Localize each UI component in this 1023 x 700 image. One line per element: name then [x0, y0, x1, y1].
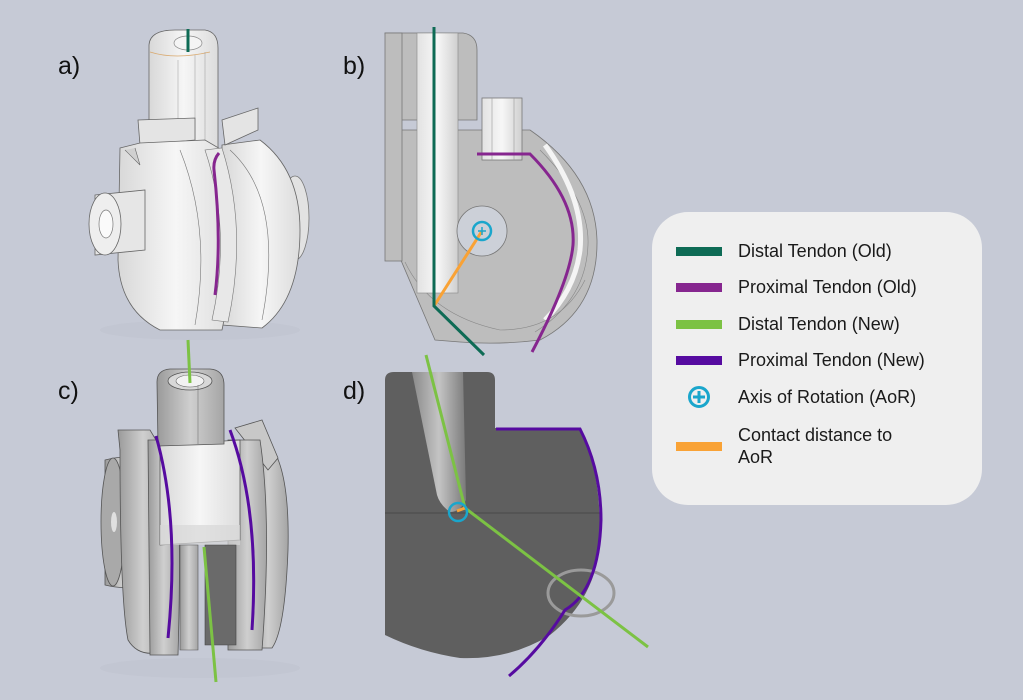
panel-label-a: a) — [58, 52, 81, 80]
axis-of-rotation-icon-d — [447, 501, 469, 523]
panel-b-old-joint-side — [384, 27, 598, 357]
legend-label: Distal Tendon (New) — [738, 314, 900, 334]
legend-item-distal-old: Distal Tendon (Old) — [676, 240, 892, 262]
panel-label-d: d) — [343, 377, 366, 405]
distal-tendon-old-b — [432, 27, 486, 357]
distal-new-swatch — [676, 319, 722, 329]
panel-a-old-joint-3d — [88, 29, 310, 340]
contact-distance-swatch — [676, 441, 722, 451]
legend-label: Distal Tendon (Old) — [738, 241, 892, 261]
contact-distance-new — [456, 506, 466, 513]
proximal-tendon-new-c-left — [154, 435, 174, 639]
contact-distance-old — [432, 230, 484, 307]
legend: Distal Tendon (Old) Proximal Tendon (Old… — [652, 212, 982, 505]
axis-of-rotation-icon — [676, 385, 722, 409]
contact-highlight-circle — [546, 568, 616, 618]
distal-tendon-new-c-bottom — [202, 546, 218, 683]
proximal-tendon-old-b — [477, 152, 575, 353]
legend-item-proximal-old: Proximal Tendon (Old) — [676, 276, 917, 298]
legend-label: Axis of Rotation (AoR) — [738, 387, 917, 407]
distal-tendon-new-c-top — [186, 339, 192, 384]
legend-item-contact-distance: Contact distance to AoR — [676, 424, 918, 468]
axis-of-rotation-icon-b — [471, 220, 493, 242]
legend-label: Proximal Tendon (New) — [738, 350, 925, 370]
panel-d-new-joint-side — [385, 354, 649, 678]
proximal-tendon-new-c-right — [228, 429, 256, 631]
proximal-new-swatch — [676, 355, 722, 365]
legend-item-aor: Axis of Rotation (AoR) — [676, 385, 916, 409]
legend-label: Contact distance to AoR — [738, 425, 893, 467]
panel-label-c: c) — [58, 377, 79, 405]
proximal-old-swatch — [676, 282, 722, 292]
legend-item-distal-new: Distal Tendon (New) — [676, 313, 900, 335]
panel-c-new-joint-3d — [100, 339, 300, 683]
legend-label: Proximal Tendon (Old) — [738, 277, 917, 297]
legend-item-proximal-new: Proximal Tendon (New) — [676, 349, 925, 371]
proximal-tendon-old — [212, 152, 221, 296]
distal-old-swatch — [676, 246, 722, 256]
panel-label-b: b) — [343, 52, 366, 80]
proximal-tendon-new-d — [496, 427, 603, 678]
